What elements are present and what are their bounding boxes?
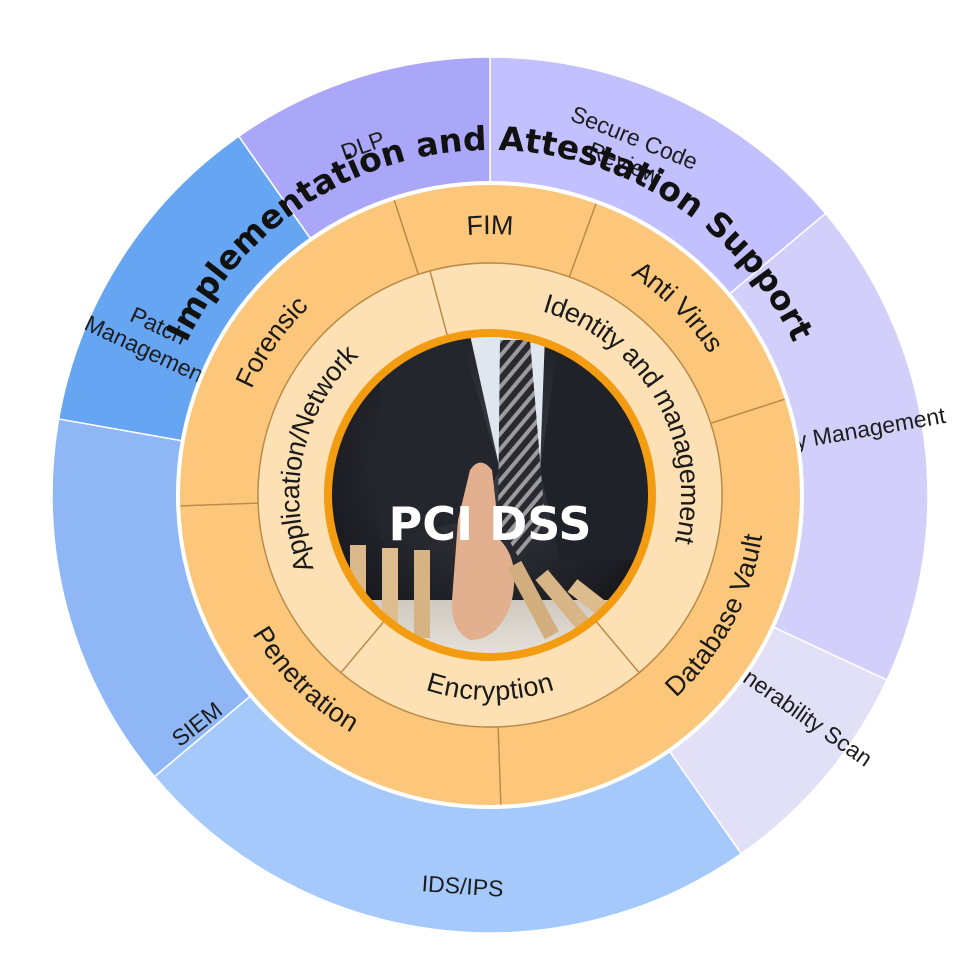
center-ring: [324, 329, 656, 661]
photo-tie: [498, 340, 545, 560]
outer-label-ids-ips: IDS/IPS: [421, 870, 504, 902]
ring-divider: [176, 181, 804, 809]
photo-domino: [414, 550, 430, 638]
inner-ring: Identity and managementEncryptionApplica…: [257, 262, 723, 728]
middle-label-fim: FIM: [466, 210, 514, 241]
photo-hand: [451, 462, 515, 640]
photo-domino: [507, 560, 559, 640]
center-title: PCI DSS: [389, 497, 592, 551]
middle-label-fim-text: FIM: [466, 210, 514, 241]
outer-label-ids-ips-line: IDS/IPS: [421, 870, 504, 902]
photo-domino: [535, 569, 597, 639]
